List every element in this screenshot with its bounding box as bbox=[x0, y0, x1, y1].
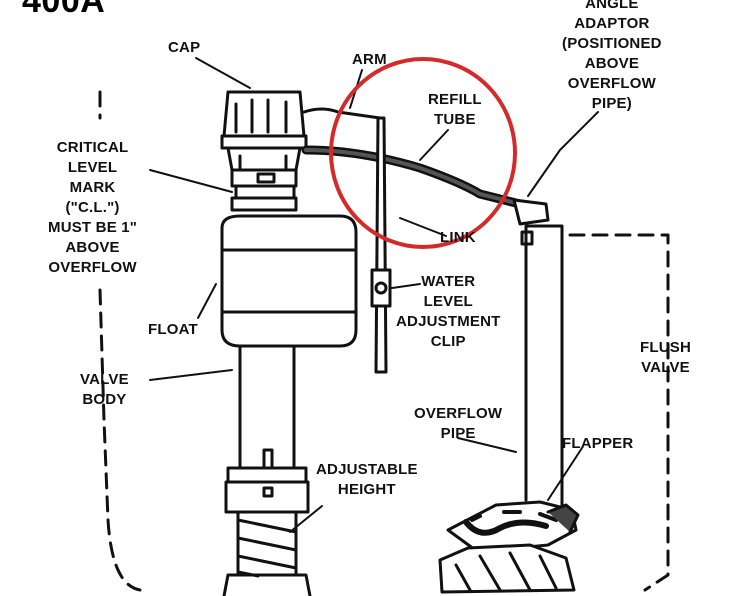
tank-outline-right bbox=[568, 233, 670, 592]
flapper-drawing bbox=[438, 500, 580, 594]
link-drawing bbox=[370, 116, 392, 374]
overflow-pipe-drawing bbox=[520, 224, 564, 512]
critical-level-collar bbox=[230, 168, 298, 212]
label-angle-adaptor: ANGLE ADAPTOR (POSITIONED ABOVE OVERFLOW… bbox=[562, 0, 662, 112]
label-critical-level-mark: CRITICAL LEVEL MARK ("C.L.") MUST BE 1" … bbox=[48, 139, 138, 276]
cap-drawing bbox=[220, 90, 308, 172]
label-water-level-clip: WATER LEVEL ADJUSTMENT CLIP bbox=[396, 273, 501, 350]
label-overflow-pipe: OVERFLOW PIPE bbox=[414, 405, 503, 442]
model-number: 400A bbox=[22, 0, 106, 20]
leader-lines bbox=[149, 57, 599, 533]
label-valve-body: VALVE BODY bbox=[80, 371, 129, 408]
tank-outline-left bbox=[98, 90, 142, 592]
label-flapper: FLAPPER bbox=[562, 435, 634, 452]
refill-tube-drawing bbox=[301, 107, 550, 226]
label-adjustable-height: ADJUSTABLE HEIGHT bbox=[316, 461, 418, 498]
valve-body-drawing bbox=[222, 344, 312, 596]
float-drawing bbox=[220, 214, 358, 348]
label-arm: ARM bbox=[352, 51, 387, 68]
label-flush-valve: FLUSH VALVE bbox=[640, 339, 691, 376]
label-link: LINK bbox=[440, 229, 476, 246]
label-refill-tube: REFILL TUBE bbox=[428, 91, 482, 128]
highlight-circle bbox=[329, 57, 517, 249]
label-float: FLOAT bbox=[148, 321, 198, 338]
label-cap: CAP bbox=[168, 39, 201, 56]
